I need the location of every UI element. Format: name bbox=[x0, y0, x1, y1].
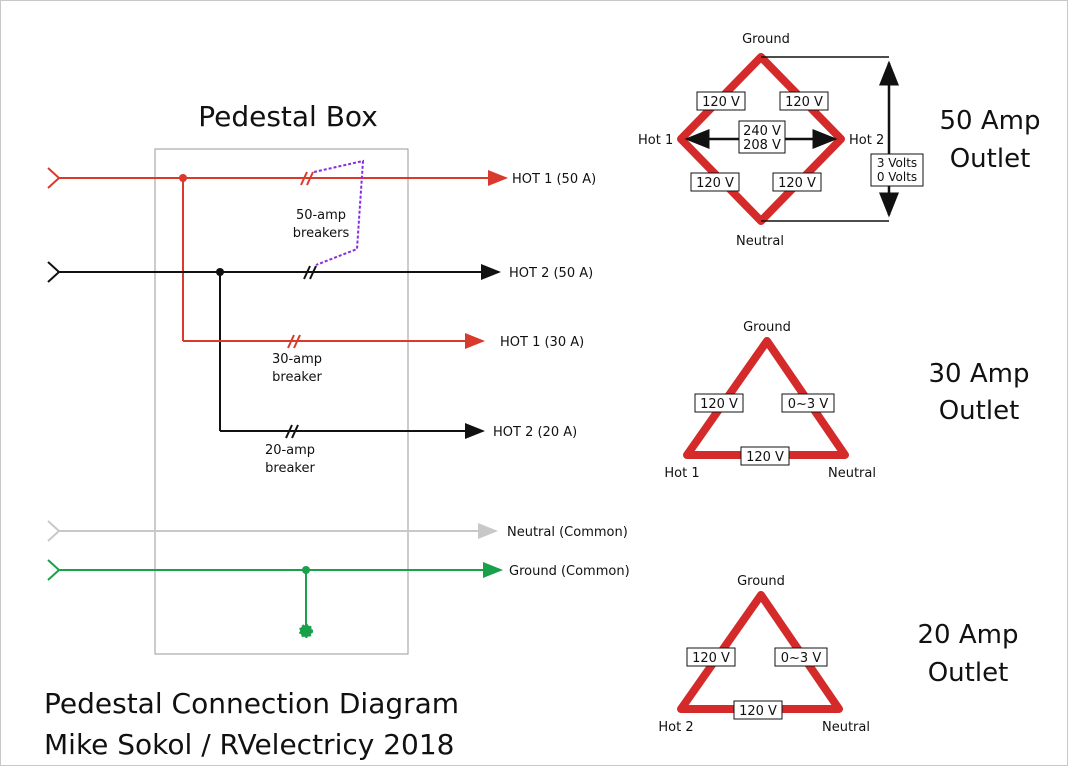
outlet-50-v-top-left: 120 V bbox=[696, 91, 746, 111]
svg-text:120 V: 120 V bbox=[696, 176, 734, 191]
neutral-label: Neutral (Common) bbox=[507, 525, 628, 540]
svg-text:120 V: 120 V bbox=[692, 651, 730, 666]
outlet-50-title-2: Outlet bbox=[950, 144, 1031, 174]
hot1-30-label: HOT 1 (30 A) bbox=[500, 335, 584, 350]
svg-text:0 Volts: 0 Volts bbox=[877, 170, 917, 184]
outlet-20-v-left: 120 V bbox=[686, 647, 736, 667]
outlet-30-v-right: 0~3 V bbox=[781, 393, 835, 413]
pedestal-box bbox=[154, 148, 409, 655]
hot2-50-label: HOT 2 (50 A) bbox=[509, 266, 593, 281]
svg-text:0~3 V: 0~3 V bbox=[781, 651, 822, 666]
breaker-50-label-1: 50-amp bbox=[296, 208, 346, 223]
outlet-30-neutral: Neutral bbox=[828, 466, 876, 481]
outlet-20-title-1: 20 Amp bbox=[918, 620, 1019, 650]
breaker-30-label-2: breaker bbox=[272, 370, 322, 385]
svg-text:120 V: 120 V bbox=[702, 95, 740, 110]
svg-text:120 V: 120 V bbox=[700, 397, 738, 412]
outlet-30-title-2: Outlet bbox=[939, 396, 1020, 426]
outlet-50-hot2: Hot 2 bbox=[849, 133, 884, 148]
outlet-50-v-top-right: 120 V bbox=[779, 91, 829, 111]
hot1-30-line bbox=[183, 333, 485, 349]
hot1-50-label: HOT 1 (50 A) bbox=[512, 172, 596, 187]
outlet-20-neutral: Neutral bbox=[822, 720, 870, 735]
outlet-30-v-left: 120 V bbox=[694, 393, 744, 413]
outlet-30-hot: Hot 1 bbox=[664, 466, 699, 481]
svg-text:208 V: 208 V bbox=[743, 138, 781, 153]
breaker-20-label-2: breaker bbox=[265, 461, 315, 476]
outlet-30-ground: Ground bbox=[743, 320, 791, 335]
svg-text:120 V: 120 V bbox=[778, 176, 816, 191]
svg-text:3 Volts: 3 Volts bbox=[877, 156, 917, 170]
outlet-20-v-right: 0~3 V bbox=[774, 647, 828, 667]
outlet-20-title-2: Outlet bbox=[928, 658, 1009, 688]
ground-label: Ground (Common) bbox=[509, 564, 630, 579]
footer-author: Mike Sokol / RVelectricy 2018 bbox=[44, 728, 454, 761]
outlet-50-v-bottom-left: 120 V bbox=[690, 172, 740, 192]
outlet-50-v-center: 240 V 208 V bbox=[738, 120, 786, 154]
outlet-30-title-1: 30 Amp bbox=[929, 359, 1030, 389]
svg-text:120 V: 120 V bbox=[739, 704, 777, 719]
breaker-30-label-1: 30-amp bbox=[272, 352, 322, 367]
outlet-30-v-bottom: 120 V bbox=[740, 446, 790, 466]
svg-text:120 V: 120 V bbox=[746, 450, 784, 465]
svg-text:0~3 V: 0~3 V bbox=[788, 397, 829, 412]
outlet-50-ground: Ground bbox=[742, 32, 790, 47]
outlet-20-v-bottom: 120 V bbox=[733, 700, 783, 720]
hot2-20-label: HOT 2 (20 A) bbox=[493, 425, 577, 440]
outlet-50-title-1: 50 Amp bbox=[940, 106, 1041, 136]
neutral-line bbox=[47, 520, 498, 542]
hot1-50-line bbox=[47, 167, 508, 341]
svg-text:120 V: 120 V bbox=[785, 95, 823, 110]
outlet-50-v-bottom-right: 120 V bbox=[772, 172, 822, 192]
breaker-50-link bbox=[313, 159, 365, 266]
hot2-20-line bbox=[220, 423, 485, 439]
outlet-50-v-side: 3 Volts 0 Volts bbox=[870, 153, 924, 187]
svg-text:240 V: 240 V bbox=[743, 124, 781, 139]
outlet-50-hot1: Hot 1 bbox=[638, 133, 673, 148]
outlet-20-hot: Hot 2 bbox=[658, 720, 693, 735]
breaker-50-label-2: breakers bbox=[293, 226, 350, 241]
pedestal-box-label: Pedestal Box bbox=[198, 100, 378, 133]
outlet-20-ground: Ground bbox=[737, 574, 785, 589]
breaker-20-label-1: 20-amp bbox=[265, 443, 315, 458]
hot2-50-line bbox=[47, 261, 501, 431]
footer-title: Pedestal Connection Diagram bbox=[44, 687, 459, 720]
outlet-50-neutral: Neutral bbox=[736, 234, 784, 249]
ground-line bbox=[47, 559, 503, 638]
